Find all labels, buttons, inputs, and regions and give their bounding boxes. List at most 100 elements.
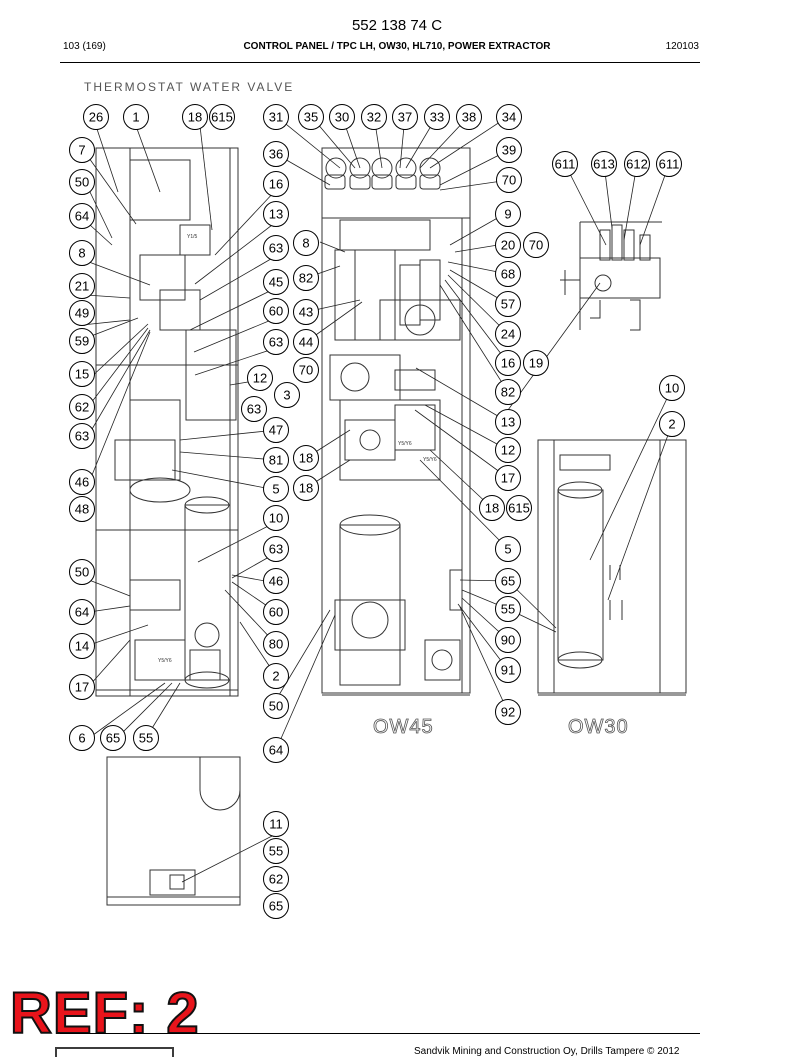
svg-text:55: 55 bbox=[139, 731, 153, 746]
callout-bubble: 55 bbox=[263, 838, 289, 864]
component-label: Y5/Y6 bbox=[423, 457, 437, 463]
svg-text:611: 611 bbox=[555, 157, 576, 172]
callout-bubble: 5 bbox=[263, 476, 289, 502]
svg-text:57: 57 bbox=[501, 297, 515, 312]
callout-bubble: 5 bbox=[495, 536, 521, 562]
callout-bubble: 90 bbox=[495, 627, 521, 653]
svg-text:35: 35 bbox=[304, 110, 318, 125]
svg-text:18: 18 bbox=[188, 110, 202, 125]
callout-bubble: 15 bbox=[69, 361, 95, 387]
svg-text:43: 43 bbox=[299, 305, 313, 320]
svg-text:45: 45 bbox=[269, 275, 283, 290]
svg-text:64: 64 bbox=[75, 605, 89, 620]
svg-text:82: 82 bbox=[501, 385, 515, 400]
callout-bubble: 35 bbox=[298, 104, 324, 130]
leader-lines bbox=[81, 115, 673, 883]
svg-text:12: 12 bbox=[501, 443, 515, 458]
callout-bubble: 615 bbox=[209, 104, 235, 130]
callout-bubble: 10 bbox=[263, 505, 289, 531]
svg-text:6: 6 bbox=[78, 731, 85, 746]
callout-bubble: 2 bbox=[263, 663, 289, 689]
svg-text:80: 80 bbox=[269, 637, 283, 652]
svg-text:7: 7 bbox=[78, 143, 85, 158]
section-title: THERMOSTAT WATER VALVE bbox=[84, 80, 294, 94]
callout-bubble: 65 bbox=[495, 568, 521, 594]
callout-bubble: 63 bbox=[241, 396, 267, 422]
svg-text:48: 48 bbox=[75, 502, 89, 517]
svg-text:63: 63 bbox=[247, 402, 261, 417]
callout-bubble: 39 bbox=[496, 137, 522, 163]
svg-text:82: 82 bbox=[299, 271, 313, 286]
svg-text:612: 612 bbox=[626, 157, 648, 172]
callout-bubble: 21 bbox=[69, 273, 95, 299]
svg-text:2: 2 bbox=[668, 417, 675, 432]
view-label-ow45: OW45 bbox=[373, 716, 434, 738]
svg-text:37: 37 bbox=[398, 110, 412, 125]
callout-bubble: 70 bbox=[496, 167, 522, 193]
callout-bubble: 63 bbox=[263, 536, 289, 562]
callout-bubble: 9 bbox=[495, 201, 521, 227]
svg-text:70: 70 bbox=[502, 173, 516, 188]
component-label: Y5/Y6 bbox=[158, 658, 172, 664]
svg-text:10: 10 bbox=[269, 511, 283, 526]
callout-bubble: 70 bbox=[523, 232, 549, 258]
callout-bubble: 7 bbox=[69, 137, 95, 163]
callout-bubble: 68 bbox=[495, 261, 521, 287]
callout-bubble: 611 bbox=[552, 151, 578, 177]
svg-text:24: 24 bbox=[501, 327, 515, 342]
page-title: CONTROL PANEL / TPC LH, OW30, HL710, POW… bbox=[243, 41, 551, 52]
callout-bubble: 37 bbox=[392, 104, 418, 130]
svg-text:64: 64 bbox=[269, 743, 283, 758]
callouts: 26 1 18 615 31 35 30 32 37 33 38 34 7 36… bbox=[69, 104, 685, 919]
callout-bubble: 18 bbox=[293, 445, 319, 471]
callout-bubble: 64 bbox=[69, 599, 95, 625]
callout-bubble: 44 bbox=[293, 329, 319, 355]
svg-text:19: 19 bbox=[529, 356, 543, 371]
svg-text:5: 5 bbox=[272, 482, 279, 497]
svg-text:44: 44 bbox=[299, 335, 313, 350]
svg-text:615: 615 bbox=[508, 501, 530, 516]
svg-text:63: 63 bbox=[75, 429, 89, 444]
callout-bubble: 63 bbox=[263, 235, 289, 261]
svg-text:17: 17 bbox=[501, 471, 515, 486]
svg-text:615: 615 bbox=[211, 110, 233, 125]
callout-bubble: 20 bbox=[495, 232, 521, 258]
svg-text:21: 21 bbox=[75, 279, 89, 294]
callout-bubble: 34 bbox=[496, 104, 522, 130]
ref-stamp: REF: 2 bbox=[9, 981, 200, 1046]
callout-bubble: 55 bbox=[495, 596, 521, 622]
svg-text:81: 81 bbox=[269, 453, 283, 468]
callout-bubble: 19 bbox=[523, 350, 549, 376]
svg-text:8: 8 bbox=[78, 246, 85, 261]
callout-bubble: 82 bbox=[293, 265, 319, 291]
svg-text:13: 13 bbox=[501, 415, 515, 430]
page-info: 103 (169) bbox=[63, 41, 106, 52]
svg-text:3: 3 bbox=[283, 388, 290, 403]
svg-text:20: 20 bbox=[501, 238, 515, 253]
svg-text:12: 12 bbox=[253, 371, 267, 386]
callout-bubble: 47 bbox=[263, 417, 289, 443]
callout-bubble: 57 bbox=[495, 291, 521, 317]
svg-text:11: 11 bbox=[269, 817, 283, 832]
callout-bubble: 612 bbox=[624, 151, 650, 177]
callout-bubble: 11 bbox=[263, 811, 289, 837]
callout-bubble: 82 bbox=[495, 379, 521, 405]
callout-bubble: 36 bbox=[263, 141, 289, 167]
callout-bubble: 50 bbox=[69, 559, 95, 585]
callout-bubble: 18 bbox=[479, 495, 505, 521]
svg-text:613: 613 bbox=[593, 157, 615, 172]
svg-text:70: 70 bbox=[299, 363, 313, 378]
callout-bubble: 65 bbox=[100, 725, 126, 751]
svg-text:611: 611 bbox=[659, 157, 680, 172]
callout-bubble: 31 bbox=[263, 104, 289, 130]
callout-bubble: 12 bbox=[495, 437, 521, 463]
svg-text:63: 63 bbox=[269, 542, 283, 557]
callout-bubble: 17 bbox=[495, 465, 521, 491]
svg-text:55: 55 bbox=[269, 844, 283, 859]
sandvik-logo-icon bbox=[55, 1047, 174, 1057]
callout-bubble: 17 bbox=[69, 674, 95, 700]
callout-bubble: 16 bbox=[263, 171, 289, 197]
callout-bubble: 50 bbox=[263, 693, 289, 719]
callout-bubble: 62 bbox=[263, 866, 289, 892]
svg-text:1: 1 bbox=[132, 110, 139, 125]
